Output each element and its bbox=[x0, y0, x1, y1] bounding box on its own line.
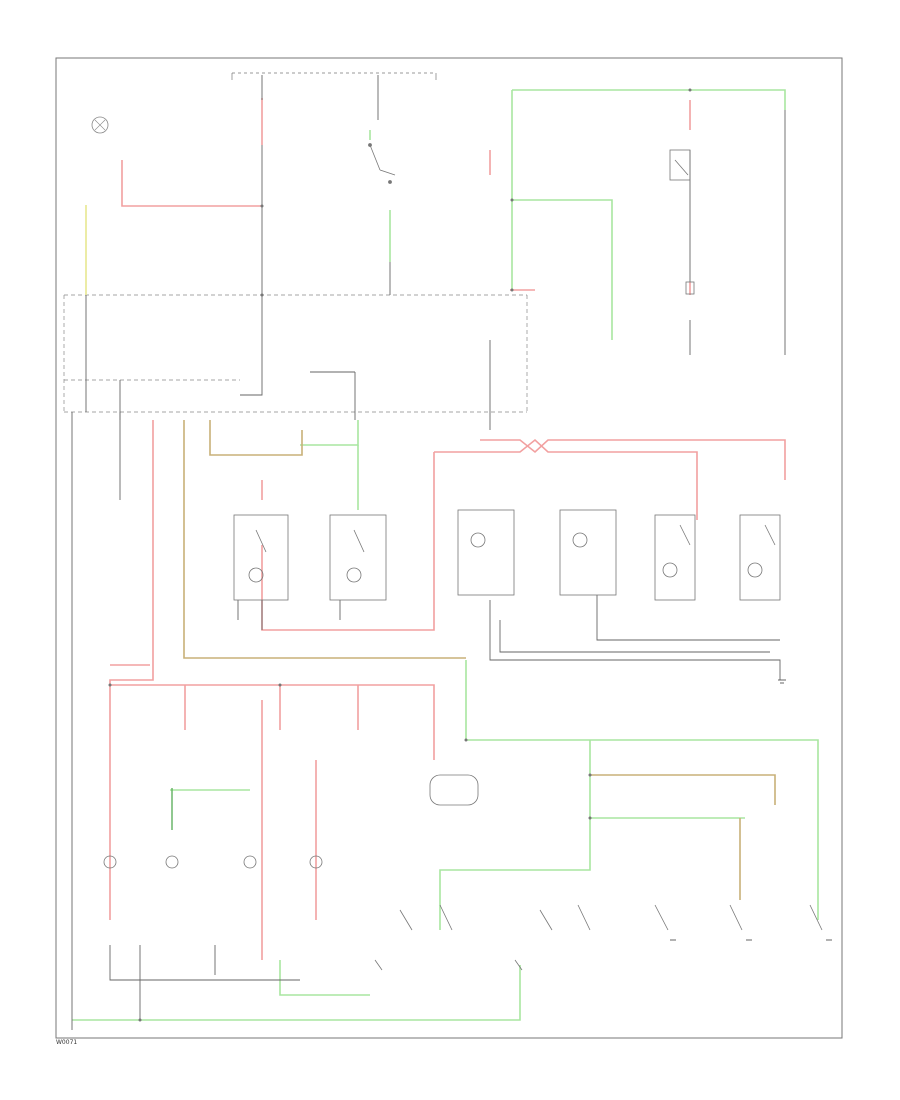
fuse-box-outline bbox=[63, 294, 528, 413]
connector-dots bbox=[108, 88, 692, 1022]
hot-at-all-times-bracket bbox=[231, 72, 437, 80]
diagram-frame bbox=[55, 57, 843, 1039]
black-wires bbox=[71, 75, 786, 1030]
footer-code: W0071 bbox=[56, 1039, 78, 1046]
switch-top-center bbox=[368, 143, 396, 184]
door-switches bbox=[374, 904, 823, 971]
ground-symbols bbox=[670, 679, 832, 941]
red-wires bbox=[109, 98, 786, 960]
tan-wires bbox=[183, 420, 776, 900]
lamp-switch-modules bbox=[233, 509, 781, 601]
lower-lamp-row bbox=[103, 774, 479, 869]
relay-top-right bbox=[669, 149, 695, 295]
illumination-lamp-icon bbox=[91, 116, 109, 134]
green-wires bbox=[72, 89, 819, 1021]
